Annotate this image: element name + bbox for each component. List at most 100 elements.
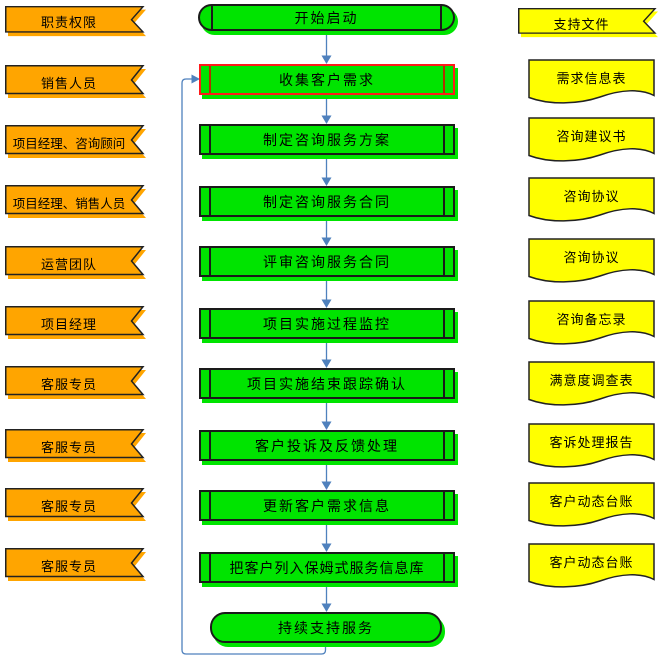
document-item: 咨询建议书 bbox=[528, 117, 655, 164]
document-shape bbox=[528, 423, 655, 468]
document-label: 咨询建议书 bbox=[556, 128, 627, 144]
side-bar bbox=[209, 248, 211, 275]
flow-arrow-3 bbox=[321, 155, 332, 186]
document-label: 咨询协议 bbox=[563, 188, 620, 204]
banner-shape bbox=[5, 185, 146, 218]
documents-header-banner: 支持文件 bbox=[518, 8, 659, 38]
banner-shape bbox=[5, 6, 146, 37]
document-shape bbox=[528, 482, 655, 527]
banner-shape bbox=[5, 429, 146, 462]
role-item: 项目经理 bbox=[5, 306, 147, 340]
step-label: 收集客户需求 bbox=[279, 73, 375, 89]
side-bar bbox=[443, 126, 445, 153]
side-bar bbox=[209, 370, 211, 397]
flow-arrow-10 bbox=[321, 583, 332, 612]
document-shape bbox=[528, 300, 655, 345]
role-item: 运营团队 bbox=[5, 246, 147, 280]
side-bar bbox=[209, 126, 211, 153]
side-bar bbox=[209, 66, 211, 93]
flow-step: 项目实施过程监控 bbox=[199, 308, 455, 339]
step-label: 制定咨询服务方案 bbox=[263, 133, 391, 149]
side-bar bbox=[443, 492, 445, 519]
flow-step: 更新客户需求信息 bbox=[199, 490, 455, 521]
role-item: 项目经理、销售人员 bbox=[5, 185, 147, 219]
side-bar bbox=[209, 310, 211, 337]
document-shape bbox=[528, 59, 655, 104]
side-bar bbox=[209, 492, 211, 519]
flow-end-node: 持续支持服务 bbox=[210, 612, 442, 643]
side-bar bbox=[443, 432, 445, 459]
step-label: 把客户列入保姆式服务信息库 bbox=[229, 561, 425, 577]
side-bar bbox=[443, 310, 445, 337]
document-label: 客户动态台账 bbox=[549, 493, 634, 509]
flow-start-node: 开始启动 bbox=[198, 4, 455, 31]
role-item: 销售人员 bbox=[5, 65, 147, 99]
step-label: 项目实施结束跟踪确认 bbox=[247, 377, 407, 393]
side-bar bbox=[443, 370, 445, 397]
start-label: 开始启动 bbox=[294, 11, 359, 27]
flow-arrow-6 bbox=[321, 339, 332, 368]
document-shape bbox=[528, 361, 655, 406]
side-bar bbox=[443, 248, 445, 275]
role-label: 客服专员 bbox=[40, 439, 97, 455]
documents-header-label: 支持文件 bbox=[553, 16, 610, 32]
role-item: 客服专员 bbox=[5, 429, 147, 463]
banner-shape bbox=[5, 306, 146, 339]
banner-shape bbox=[5, 548, 146, 581]
step-label: 客户投诉及反馈处理 bbox=[255, 439, 399, 455]
document-label: 客户动态台账 bbox=[549, 554, 634, 570]
document-item: 客诉处理报告 bbox=[528, 423, 655, 470]
document-item: 咨询协议 bbox=[528, 238, 655, 285]
document-shape bbox=[528, 543, 655, 588]
step-label: 更新客户需求信息 bbox=[263, 499, 391, 515]
role-item: 客服专员 bbox=[5, 548, 147, 582]
document-item: 需求信息表 bbox=[528, 59, 655, 106]
banner-shape bbox=[518, 8, 659, 38]
document-item: 咨询协议 bbox=[528, 177, 655, 224]
role-label: 运营团队 bbox=[40, 256, 97, 272]
flow-step-highlighted: 收集客户需求 bbox=[199, 64, 455, 95]
flow-arrow-9 bbox=[321, 521, 332, 552]
flow-arrow-5 bbox=[321, 277, 332, 308]
end-label: 持续支持服务 bbox=[278, 621, 374, 637]
roles-header-label: 职责权限 bbox=[40, 15, 97, 30]
flow-step: 评审咨询服务合同 bbox=[199, 246, 455, 277]
document-shape bbox=[528, 238, 655, 283]
flow-arrow-1 bbox=[321, 31, 332, 64]
step-label: 项目实施过程监控 bbox=[263, 317, 391, 333]
side-bar bbox=[443, 554, 445, 581]
role-label: 项目经理 bbox=[40, 316, 97, 332]
document-label: 需求信息表 bbox=[556, 70, 627, 86]
document-label: 客诉处理报告 bbox=[549, 434, 634, 450]
document-item: 客户动态台账 bbox=[528, 543, 655, 590]
side-bar bbox=[443, 66, 445, 93]
banner-shape bbox=[5, 488, 146, 521]
flow-step: 客户投诉及反馈处理 bbox=[199, 430, 455, 461]
flow-arrow-8 bbox=[321, 461, 332, 490]
role-label: 客服专员 bbox=[40, 498, 97, 514]
role-item: 项目经理、咨询顾问 bbox=[5, 125, 147, 159]
document-item: 客户动态台账 bbox=[528, 482, 655, 529]
document-label: 满意度调查表 bbox=[549, 372, 634, 388]
flow-arrow-7 bbox=[321, 399, 332, 430]
banner-shape bbox=[5, 125, 146, 158]
role-label: 销售人员 bbox=[40, 75, 97, 91]
flow-step: 把客户列入保姆式服务信息库 bbox=[199, 552, 455, 583]
role-item: 客服专员 bbox=[5, 488, 147, 522]
banner-shape bbox=[5, 366, 146, 399]
side-bar bbox=[211, 6, 213, 29]
document-shape bbox=[528, 117, 655, 162]
step-label: 评审咨询服务合同 bbox=[263, 255, 391, 271]
side-bar bbox=[209, 432, 211, 459]
banner-shape bbox=[5, 65, 146, 98]
roles-header-banner: 职责权限 bbox=[5, 6, 147, 37]
document-shape bbox=[528, 177, 655, 222]
document-item: 满意度调查表 bbox=[528, 361, 655, 408]
side-bar bbox=[209, 554, 211, 581]
document-label: 咨询备忘录 bbox=[556, 311, 627, 327]
side-bar bbox=[440, 6, 442, 29]
document-item: 咨询备忘录 bbox=[528, 300, 655, 347]
step-label: 制定咨询服务合同 bbox=[263, 195, 391, 211]
role-label: 项目经理、咨询顾问 bbox=[12, 136, 126, 151]
